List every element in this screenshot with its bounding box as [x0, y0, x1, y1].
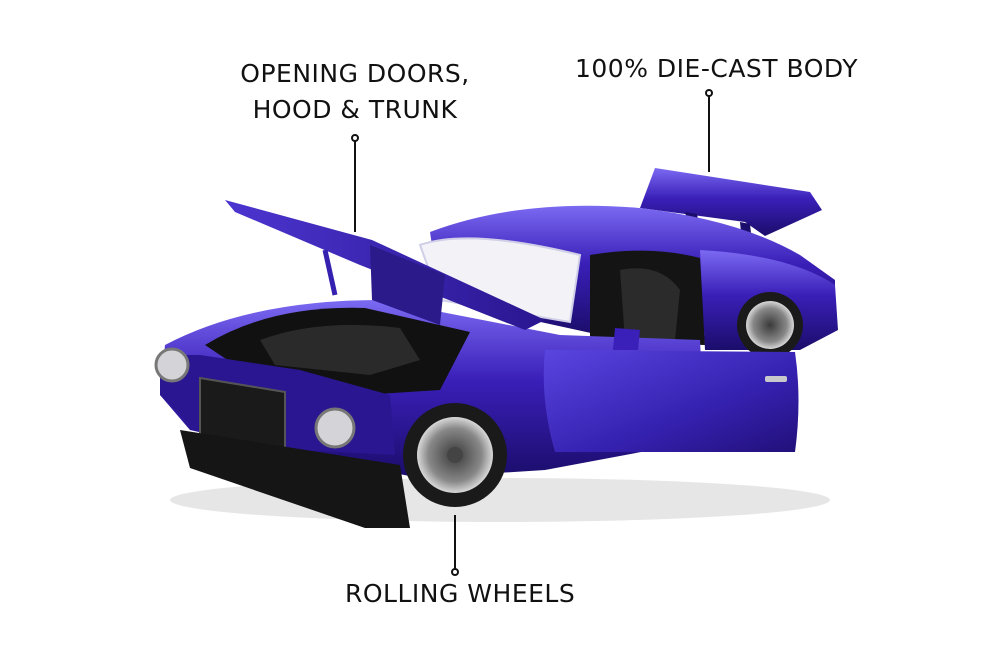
- callout-lines: [351, 89, 713, 576]
- headlight-right: [314, 407, 356, 449]
- wheel-hub: [447, 447, 463, 463]
- callout-opening-doors: OPENING DOORS, HOOD & TRUNK: [235, 56, 475, 128]
- callout-doors-line2: HOOD & TRUNK: [252, 95, 458, 124]
- door-handle: [765, 376, 787, 382]
- callout-doors-line1: OPENING DOORS,: [240, 59, 470, 88]
- rear-spoiler: [640, 168, 822, 236]
- rear-rim: [746, 301, 794, 349]
- callout-die-cast-body: 100% DIE-CAST BODY: [575, 54, 859, 83]
- engine: [260, 324, 420, 375]
- hood-strut: [322, 249, 338, 296]
- seat: [620, 268, 680, 340]
- side-mirror: [613, 328, 640, 350]
- hood-underside: [370, 245, 445, 325]
- headlight-left: [154, 347, 190, 383]
- callout-rolling-wheels: ROLLING WHEELS: [345, 579, 576, 608]
- open-door: [543, 350, 799, 452]
- front-splitter: [180, 430, 410, 528]
